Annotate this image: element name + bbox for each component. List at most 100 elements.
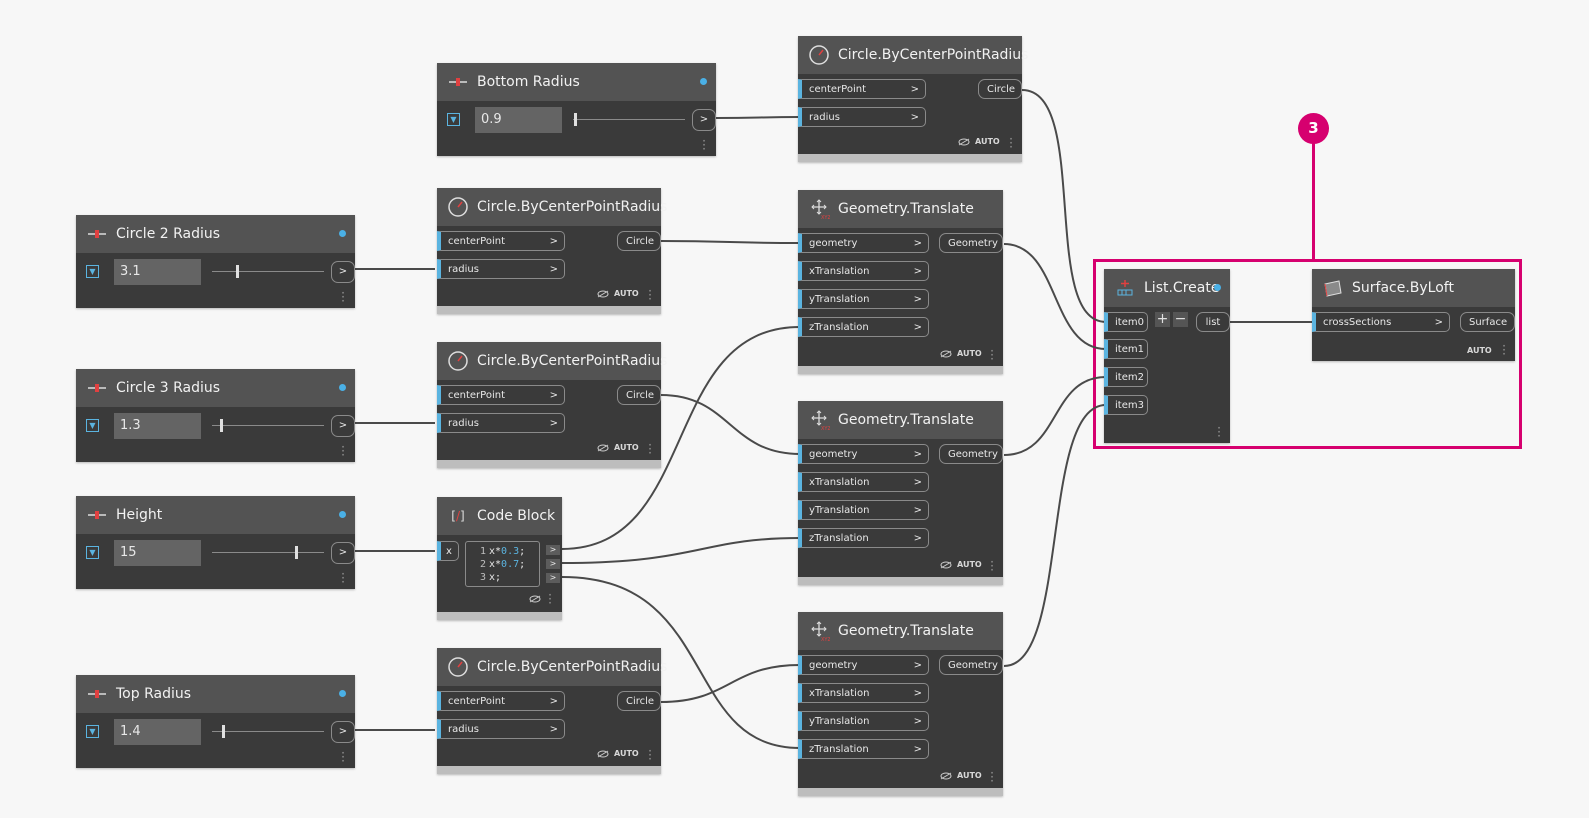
node-header[interactable]: Bottom Radius <box>437 63 716 101</box>
run-mode-indicator[interactable]: AUTO <box>597 443 639 452</box>
circle-node-top[interactable]: Circle.ByCenterPointRadius centerPoint> … <box>437 648 667 774</box>
surface-byloft-node[interactable]: Surface.ByLoft crossSections> Surface AU… <box>1312 269 1515 361</box>
input-port-ytranslation[interactable]: yTranslation> <box>798 500 929 520</box>
node-menu-icon[interactable]: ··· <box>648 284 652 306</box>
node-menu-icon[interactable]: ··· <box>990 555 994 577</box>
list-create-node[interactable]: List.Create item0 item1 item2 item3 + − … <box>1104 269 1230 443</box>
input-port-xtranslation[interactable]: xTranslation> <box>798 472 929 492</box>
slider-thumb[interactable] <box>222 725 226 738</box>
slider-track[interactable] <box>573 119 685 120</box>
slider-value-input[interactable]: 3.1 <box>114 259 201 285</box>
node-header[interactable]: Surface.ByLoft <box>1312 269 1515 307</box>
input-port-ytranslation[interactable]: yTranslation> <box>798 711 929 731</box>
node-menu-icon[interactable]: ··· <box>341 567 345 589</box>
slider-thumb[interactable] <box>574 113 578 126</box>
input-port-item3[interactable]: item3 <box>1104 395 1148 415</box>
output-port-geometry[interactable]: Geometry <box>939 655 1003 675</box>
output-port-geometry[interactable]: Geometry <box>939 233 1003 253</box>
node-menu-icon[interactable]: ··· <box>341 440 345 462</box>
expand-toggle[interactable]: ▼ <box>86 725 99 738</box>
expand-toggle[interactable]: ▼ <box>86 265 99 278</box>
node-menu-icon[interactable]: ··· <box>1502 339 1506 361</box>
output-port-line-1[interactable]: > <box>546 545 560 555</box>
input-port-xtranslation[interactable]: xTranslation> <box>798 683 929 703</box>
input-port-item2[interactable]: item2 <box>1104 367 1148 387</box>
slider-track[interactable] <box>212 552 324 553</box>
output-port[interactable]: > <box>692 109 716 131</box>
input-port-geometry[interactable]: geometry> <box>798 444 929 464</box>
slider-value-input[interactable]: 15 <box>114 540 201 566</box>
run-mode-indicator[interactable]: AUTO <box>940 349 982 358</box>
node-header[interactable]: [/]Code Block <box>437 497 562 535</box>
slider-node-circle-2-radius[interactable]: Circle 2 Radius ▼ 3.1 > ··· <box>76 215 355 308</box>
slider-value-input[interactable]: 1.3 <box>114 413 201 439</box>
node-header[interactable]: Top Radius <box>76 675 355 713</box>
slider-thumb[interactable] <box>219 419 223 432</box>
input-port-ytranslation[interactable]: yTranslation> <box>798 289 929 309</box>
slider-track[interactable] <box>212 731 324 732</box>
node-menu-icon[interactable]: ··· <box>341 286 345 308</box>
input-port-radius[interactable]: radius> <box>798 107 926 127</box>
input-port-radius[interactable]: radius> <box>437 413 565 433</box>
slider-node-bottom-radius[interactable]: Bottom Radius ▼ 0.9 > ··· <box>437 63 716 156</box>
circle-node-bottom[interactable]: Circle.ByCenterPointRadius centerPoint> … <box>798 36 1028 162</box>
slider-track[interactable] <box>212 271 324 272</box>
run-mode-indicator[interactable]: AUTO <box>958 137 1000 146</box>
run-mode-indicator[interactable]: AUTO <box>1467 346 1492 355</box>
input-port-radius[interactable]: radius> <box>437 259 565 279</box>
node-menu-icon[interactable]: ··· <box>990 344 994 366</box>
output-port[interactable]: > <box>331 542 355 564</box>
input-port-centerpoint[interactable]: centerPoint> <box>437 691 565 711</box>
input-port-centerpoint[interactable]: centerPoint> <box>798 79 926 99</box>
input-port-x[interactable]: x <box>437 541 459 561</box>
preview-toggle[interactable] <box>529 595 541 603</box>
node-header[interactable]: Height <box>76 496 355 534</box>
run-mode-indicator[interactable]: AUTO <box>940 771 982 780</box>
input-port-ztranslation[interactable]: zTranslation> <box>798 739 929 759</box>
circle-node-2[interactable]: Circle.ByCenterPointRadius centerPoint> … <box>437 188 667 314</box>
output-port-circle[interactable]: Circle <box>617 231 661 251</box>
slider-node-circle-3-radius[interactable]: Circle 3 Radius ▼ 1.3 > ··· <box>76 369 355 462</box>
node-menu-icon[interactable]: ··· <box>648 438 652 460</box>
output-port-circle[interactable]: Circle <box>617 691 661 711</box>
slider-thumb[interactable] <box>235 265 239 278</box>
slider-node-top-radius[interactable]: Top Radius ▼ 1.4 > ··· <box>76 675 355 768</box>
output-port-circle[interactable]: Circle <box>978 79 1022 99</box>
slider-thumb[interactable] <box>295 546 298 559</box>
output-port[interactable]: > <box>331 261 355 283</box>
node-header[interactable]: Circle.ByCenterPointRadius <box>437 188 667 226</box>
expand-toggle[interactable]: ▼ <box>86 419 99 432</box>
slider-value-input[interactable]: 0.9 <box>475 107 562 133</box>
input-port-ztranslation[interactable]: zTranslation> <box>798 528 929 548</box>
run-mode-indicator[interactable]: AUTO <box>597 749 639 758</box>
node-header[interactable]: Circle 2 Radius <box>76 215 355 253</box>
input-port-centerpoint[interactable]: centerPoint> <box>437 385 565 405</box>
remove-input-button[interactable]: − <box>1173 311 1188 327</box>
node-header[interactable]: Circle.ByCenterPointRadius <box>437 648 667 686</box>
expand-toggle[interactable]: ▼ <box>86 546 99 559</box>
output-port-line-2[interactable]: > <box>546 559 560 569</box>
output-port-circle[interactable]: Circle <box>617 385 661 405</box>
output-port[interactable]: > <box>331 721 355 743</box>
input-port-ztranslation[interactable]: zTranslation> <box>798 317 929 337</box>
input-port-item0[interactable]: item0 <box>1104 312 1148 332</box>
node-menu-icon[interactable]: ··· <box>990 766 994 788</box>
slider-track[interactable] <box>212 425 324 426</box>
add-input-button[interactable]: + <box>1155 311 1170 327</box>
output-port-surface[interactable]: Surface <box>1460 312 1515 332</box>
input-port-geometry[interactable]: geometry> <box>798 233 929 253</box>
node-header[interactable]: Circle.ByCenterPointRadius <box>437 342 667 380</box>
input-port-geometry[interactable]: geometry> <box>798 655 929 675</box>
node-menu-icon[interactable]: ··· <box>1217 421 1221 443</box>
node-header[interactable]: Circle 3 Radius <box>76 369 355 407</box>
node-menu-icon[interactable]: ··· <box>1009 132 1013 154</box>
run-mode-indicator[interactable]: AUTO <box>597 289 639 298</box>
slider-value-input[interactable]: 1.4 <box>114 719 201 745</box>
